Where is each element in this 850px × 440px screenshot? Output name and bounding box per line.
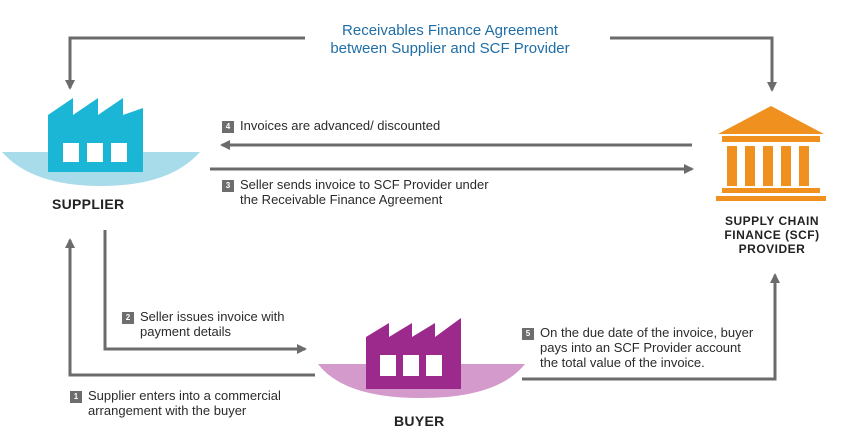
step5-text: 5 On the due date of the invoice, buyer p… [522,325,753,370]
provider-bank-icon [716,106,826,201]
step1-line1: Supplier enters into a commercial [88,388,281,403]
agreement-arrow-to-supplier [65,36,305,90]
step3-badge: 3 [222,180,234,192]
step5-badge: 5 [522,328,534,340]
buyer-factory-icon [318,318,525,398]
step1-line2: arrangement with the buyer [88,403,247,418]
step2-text: 2 Seller issues invoice with payment deta… [122,309,285,339]
provider-label-line3: PROVIDER [738,242,806,256]
step3-line2: the Receivable Finance Agreement [240,192,443,207]
agreement-arrow-to-provider [610,36,777,92]
step5-line1: On the due date of the invoice, buyer [540,325,754,340]
step4-line1: Invoices are advanced/ discounted [240,118,441,133]
step1-badge: 1 [70,391,82,403]
supplier-factory-icon [2,98,200,186]
step2-arrow [103,230,307,354]
supplier-label: SUPPLIER [52,196,125,212]
buyer-label: BUYER [394,413,445,429]
step3-text: 3 Seller sends invoice to SCF Provider un… [222,177,489,207]
step2-line1: Seller issues invoice with [140,309,285,324]
provider-label-line1: SUPPLY CHAIN [724,214,820,228]
step2-badge: 2 [122,312,134,324]
agreement-title: Receivables Finance Agreement between Su… [300,22,600,58]
agreement-title-line1: Receivables Finance Agreement [342,22,558,39]
step3-line1: Seller sends invoice to SCF Provider und… [240,177,489,192]
step1-arrow [65,238,315,377]
step5-line2: pays into an SCF Provider account [540,340,741,355]
agreement-title-line2: between Supplier and SCF Provider [330,40,570,57]
step4-badge: 4 [222,121,234,133]
step5-arrow [522,273,780,381]
step5-line3: the total value of the invoice. [540,355,705,370]
step2-line2: payment details [140,324,232,339]
provider-label-line2: FINANCE (SCF) [724,228,820,242]
step1-text: 1 Supplier enters into a commercial arran… [70,388,281,418]
step4-text: 4 Invoices are advanced/ discounted [222,118,440,133]
provider-label: SUPPLY CHAIN FINANCE (SCF) PROVIDER [700,214,844,256]
